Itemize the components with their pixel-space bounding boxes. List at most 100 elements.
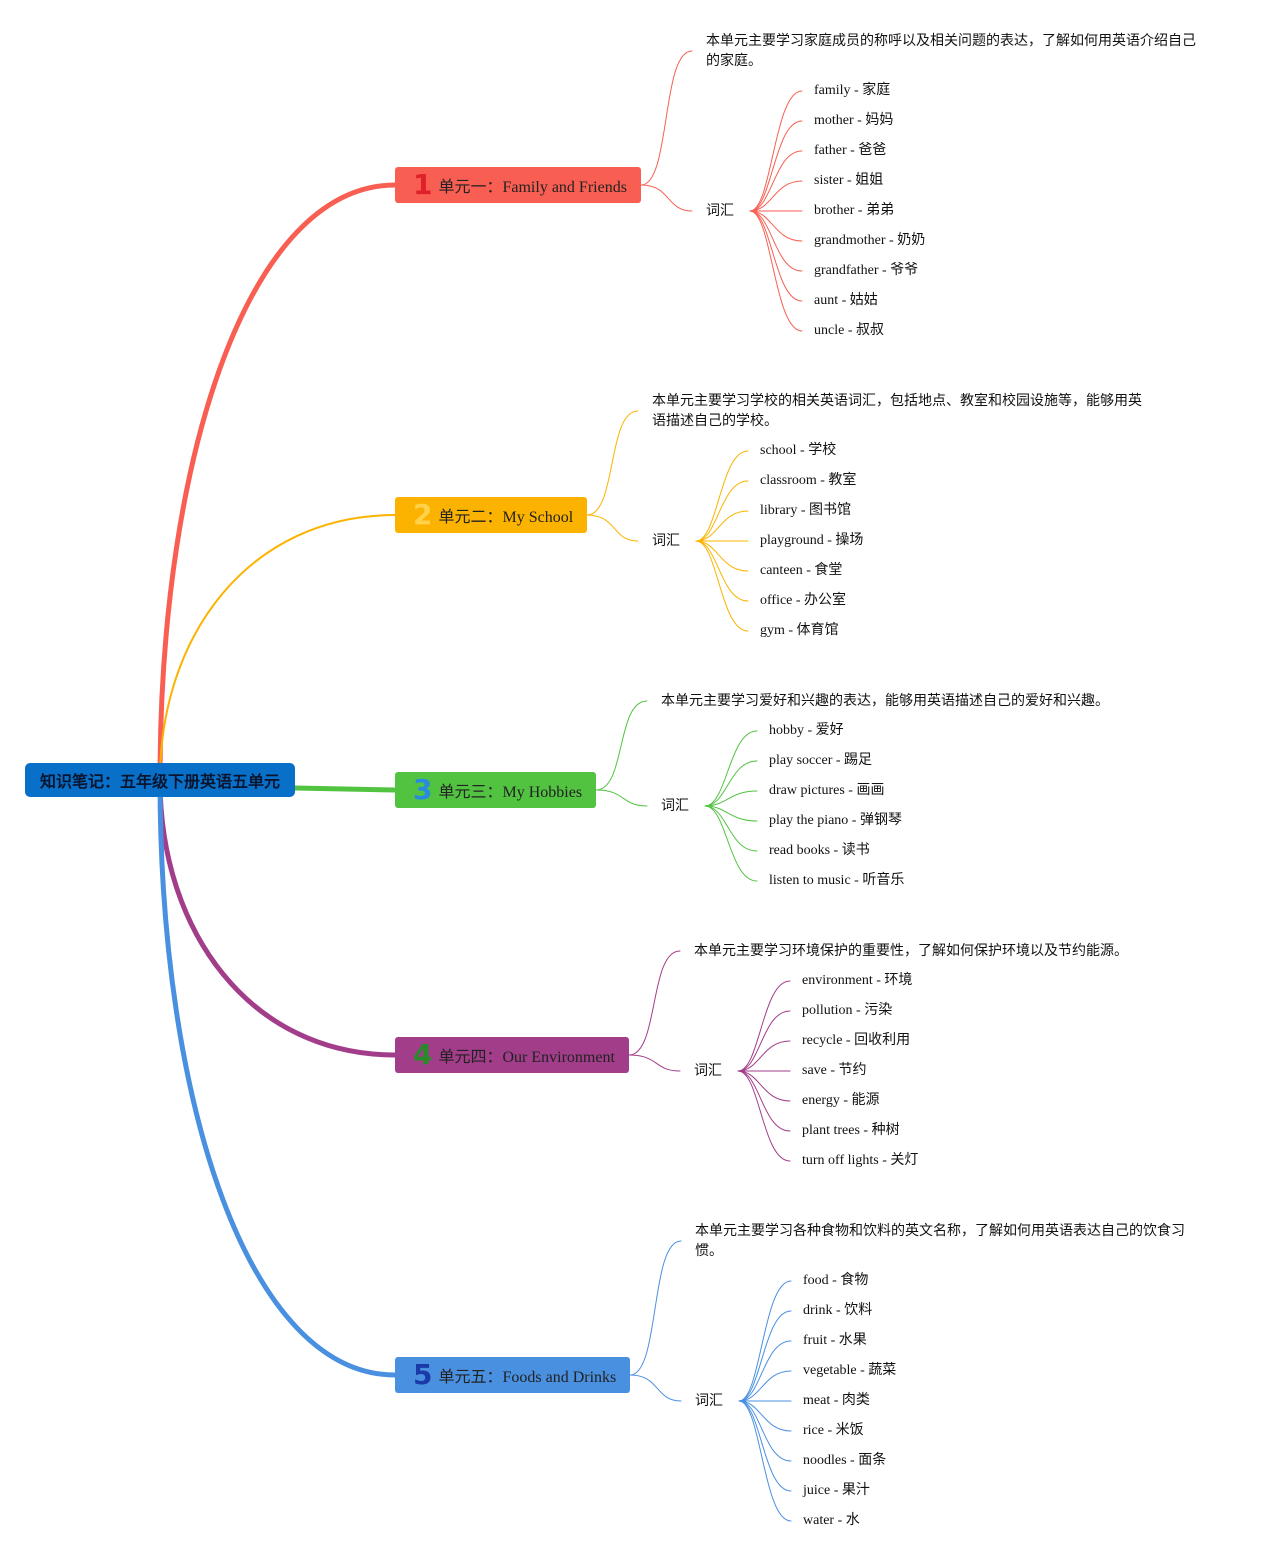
unit-4-word[interactable]: save - 节约 (802, 1063, 867, 1078)
unit-2-word-link (695, 510, 749, 542)
unit-4-title: 单元四：Our Environment (438, 1049, 615, 1066)
unit-1-word[interactable]: uncle - 叔叔 (814, 323, 884, 338)
unit-4-word-link (737, 1070, 791, 1102)
unit-2-description[interactable]: 本单元主要学习学校的相关英语词汇，包括地点、教室和校园设施等，能够用英语描述自己… (652, 393, 1142, 429)
unit-2-word[interactable]: classroom - 教室 (760, 473, 857, 488)
unit-1-word[interactable]: father - 爸爸 (814, 143, 887, 158)
unit-1-word-link (749, 210, 803, 332)
unit-4-word[interactable]: energy - 能源 (802, 1093, 880, 1108)
unit-4-vocab-link (628, 1054, 681, 1072)
unit-2-word[interactable]: library - 图书馆 (760, 503, 851, 518)
unit-1-description[interactable]: 本单元主要学习家庭成员的称呼以及相关问题的表达，了解如何用英语介绍自己的家庭。 (706, 33, 1196, 69)
unit-1-word-link (749, 180, 803, 212)
unit-4-word-link (737, 1010, 791, 1072)
unit-3-description[interactable]: 本单元主要学习爱好和兴趣的表达，能够用英语描述自己的爱好和兴趣。 (661, 693, 1109, 709)
unit-2-word[interactable]: office - 办公室 (760, 593, 847, 608)
unit-5-word[interactable]: vegetable - 蔬菜 (803, 1363, 897, 1378)
unit-2-word[interactable]: playground - 操场 (760, 533, 864, 548)
unit-5-word[interactable]: meat - 肉类 (803, 1393, 870, 1408)
unit-3-word-link (704, 730, 758, 807)
unit-1-title: 单元一：Family and Friends (438, 179, 627, 196)
unit-4-node[interactable]: 4 单元四：Our Environment (395, 1037, 629, 1073)
unit-5-vocab-link (629, 1374, 682, 1402)
unit-1-word-link (749, 150, 803, 212)
unit-1-word-link (749, 210, 803, 272)
unit-5-word-link (738, 1340, 792, 1402)
unit-1-word[interactable]: aunt - 姑姑 (814, 293, 878, 308)
unit-5-word[interactable]: juice - 果汁 (803, 1483, 870, 1498)
unit-4-number: 4 (413, 1038, 433, 1071)
root-to-unit-2-link (159, 514, 396, 781)
unit-5-number: 5 (413, 1358, 433, 1391)
unit-2-vocab-label[interactable]: 词汇 (652, 533, 680, 549)
unit-3-title: 单元三：My Hobbies (438, 784, 583, 801)
unit-2-word[interactable]: school - 学校 (760, 443, 837, 458)
unit-5-word[interactable]: rice - 米饭 (803, 1423, 864, 1438)
unit-5-word-link (738, 1400, 792, 1492)
unit-4-description[interactable]: 本单元主要学习环境保护的重要性，了解如何保护环境以及节约能源。 (694, 943, 1128, 959)
unit-2-node[interactable]: 2 单元二：My School (395, 497, 587, 533)
unit-1-word[interactable]: grandmother - 奶奶 (814, 233, 926, 248)
unit-2-word[interactable]: canteen - 食堂 (760, 563, 843, 578)
unit-5-vocab-label[interactable]: 词汇 (695, 1393, 723, 1409)
root-to-unit-1-link (157, 182, 398, 783)
unit-4-word[interactable]: plant trees - 种树 (802, 1123, 900, 1138)
unit-5-word[interactable]: water - 水 (803, 1513, 860, 1528)
unit-3-vocab-link (595, 789, 648, 807)
unit-1-word[interactable]: brother - 弟弟 (814, 203, 895, 218)
unit-4-word[interactable]: turn off lights - 关灯 (802, 1153, 919, 1168)
unit-1-word-link (749, 120, 803, 212)
unit-4-word[interactable]: recycle - 回收利用 (802, 1033, 911, 1048)
unit-2-desc-link (586, 410, 639, 516)
unit-1-word[interactable]: family - 家庭 (814, 83, 891, 98)
unit-1-desc-link (640, 50, 693, 186)
unit-3-word-link (704, 805, 758, 852)
unit-2-word[interactable]: gym - 体育馆 (760, 623, 839, 638)
unit-2-title: 单元二：My School (438, 509, 574, 526)
unit-4-word-link (737, 980, 791, 1072)
root-node[interactable]: 知识笔记：五年级下册英语五单元 (25, 763, 295, 797)
unit-5-node[interactable]: 5 单元五：Foods and Drinks (395, 1357, 630, 1393)
unit-5-title: 单元五：Foods and Drinks (438, 1369, 617, 1386)
root-title: 知识笔记：五年级下册英语五单元 (39, 772, 280, 791)
unit-1-word[interactable]: sister - 姐姐 (814, 173, 884, 188)
unit-2-word-link (695, 450, 749, 542)
unit-2-word-link (695, 480, 749, 542)
unit-5-word-link (738, 1400, 792, 1522)
unit-3-vocab-label[interactable]: 词汇 (661, 798, 689, 814)
unit-2-word-link (695, 540, 749, 632)
unit-1-word-link (749, 90, 803, 212)
unit-5-word[interactable]: fruit - 水果 (803, 1333, 867, 1348)
unit-4-word[interactable]: environment - 环境 (802, 973, 913, 988)
unit-3-word[interactable]: hobby - 爱好 (769, 723, 844, 738)
unit-3-word[interactable]: listen to music - 听音乐 (769, 873, 905, 888)
unit-3-word[interactable]: read books - 读书 (769, 843, 870, 858)
unit-5-word[interactable]: drink - 饮料 (803, 1303, 873, 1318)
unit-2-vocab-link (586, 514, 639, 542)
unit-5-word-link (738, 1370, 792, 1402)
unit-5-desc-link (629, 1240, 682, 1376)
unit-1-node[interactable]: 1 单元一：Family and Friends (395, 167, 641, 203)
unit-5-description[interactable]: 本单元主要学习各种食物和饮料的英文名称，了解如何用英语表达自己的饮食习惯。 (695, 1223, 1185, 1259)
unit-5-word-link (738, 1400, 792, 1432)
unit-1-word[interactable]: grandfather - 爷爷 (814, 263, 919, 278)
unit-3-number: 3 (413, 773, 433, 806)
unit-3-word[interactable]: play the piano - 弹钢琴 (769, 813, 902, 828)
unit-4-word[interactable]: pollution - 污染 (802, 1003, 893, 1018)
unit-3-word-link (704, 805, 758, 822)
unit-1-vocab-label[interactable]: 词汇 (706, 203, 734, 219)
unit-1-word[interactable]: mother - 妈妈 (814, 113, 894, 128)
unit-4-vocab-label[interactable]: 词汇 (694, 1063, 722, 1079)
unit-5-word-link (738, 1280, 792, 1402)
unit-3-word[interactable]: play soccer - 踢足 (769, 753, 873, 768)
unit-5-word[interactable]: noodles - 面条 (803, 1453, 887, 1468)
unit-4-desc-link (628, 950, 681, 1056)
root-to-unit-5-link (157, 777, 398, 1378)
unit-5-word-link (738, 1400, 792, 1462)
unit-3-word[interactable]: draw pictures - 画画 (769, 783, 885, 798)
unit-2-number: 2 (413, 498, 433, 531)
unit-3-desc-link (595, 700, 648, 791)
unit-3-node[interactable]: 3 单元三：My Hobbies (395, 772, 596, 808)
unit-5-word[interactable]: food - 食物 (803, 1273, 869, 1288)
